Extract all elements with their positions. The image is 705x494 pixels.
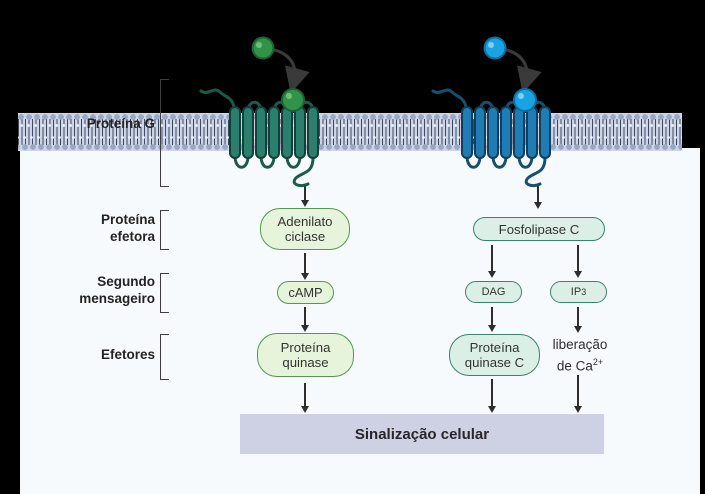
ligand-ball-bound <box>281 88 305 112</box>
arrow-down-icon <box>487 307 496 332</box>
box-fosfolipase-c: Fosfolipase C <box>473 217 605 241</box>
box-proteina-quinase: Proteína quinase <box>257 333 354 377</box>
ligand-highlight <box>286 93 292 99</box>
arrow-down-icon <box>573 307 582 333</box>
arrow-down-icon <box>533 185 542 209</box>
arrow-down-icon <box>300 186 309 207</box>
label-proteina-g: Proteína G <box>86 116 155 131</box>
gpcr-receptor-left <box>199 36 319 188</box>
ligand-highlight <box>488 42 494 48</box>
ligand-highlight <box>518 93 524 99</box>
label-line: Proteína <box>100 212 155 227</box>
bracket-proteina-g <box>160 79 169 187</box>
n-terminus <box>431 88 469 114</box>
text-liberacao-ca: liberação de Ca2+ <box>552 337 608 373</box>
label-line: Segundo <box>97 274 155 289</box>
label-line: efetora <box>109 228 155 244</box>
label-line: mensageiro <box>79 290 155 306</box>
bracket-segundo-mensageiro <box>160 273 169 313</box>
n-terminus <box>199 88 237 114</box>
plasma-membrane <box>18 113 682 151</box>
ligand-ball-bound <box>513 88 537 112</box>
gpcr-receptor-right <box>431 36 551 188</box>
ligand-ball-free <box>251 36 275 60</box>
arrow-down-icon <box>573 375 582 413</box>
arrow-down-icon <box>300 307 309 332</box>
label-proteina-efetora: Proteína efetora <box>20 212 155 245</box>
ligand-highlight <box>256 42 262 48</box>
bracket-proteina-efetora <box>160 210 169 250</box>
curved-arrow-icon <box>273 48 310 94</box>
label-efetores: Efetores <box>100 347 155 362</box>
box-dag: DAG <box>465 281 522 303</box>
c-terminus <box>524 156 547 188</box>
box-proteina-quinase-c: Proteína quinase C <box>449 334 540 376</box>
curved-arrow-icon <box>505 48 542 94</box>
bracket-efetores <box>160 334 169 380</box>
output-bar-sinalizacao-celular: Sinalização celular <box>240 414 604 454</box>
box-adenilato-ciclase: Adenilato ciclase <box>260 208 350 250</box>
box-camp: cAMP <box>277 281 334 304</box>
c-terminus <box>292 156 315 188</box>
arrow-down-icon <box>300 383 309 413</box>
ligand-ball-free <box>483 36 507 60</box>
arrow-down-icon <box>300 253 309 280</box>
arrow-down-icon <box>487 245 496 278</box>
label-segundo-mensageiro: Segundo mensageiro <box>20 274 155 307</box>
arrow-down-icon <box>573 245 582 278</box>
arrow-down-icon <box>487 379 496 413</box>
